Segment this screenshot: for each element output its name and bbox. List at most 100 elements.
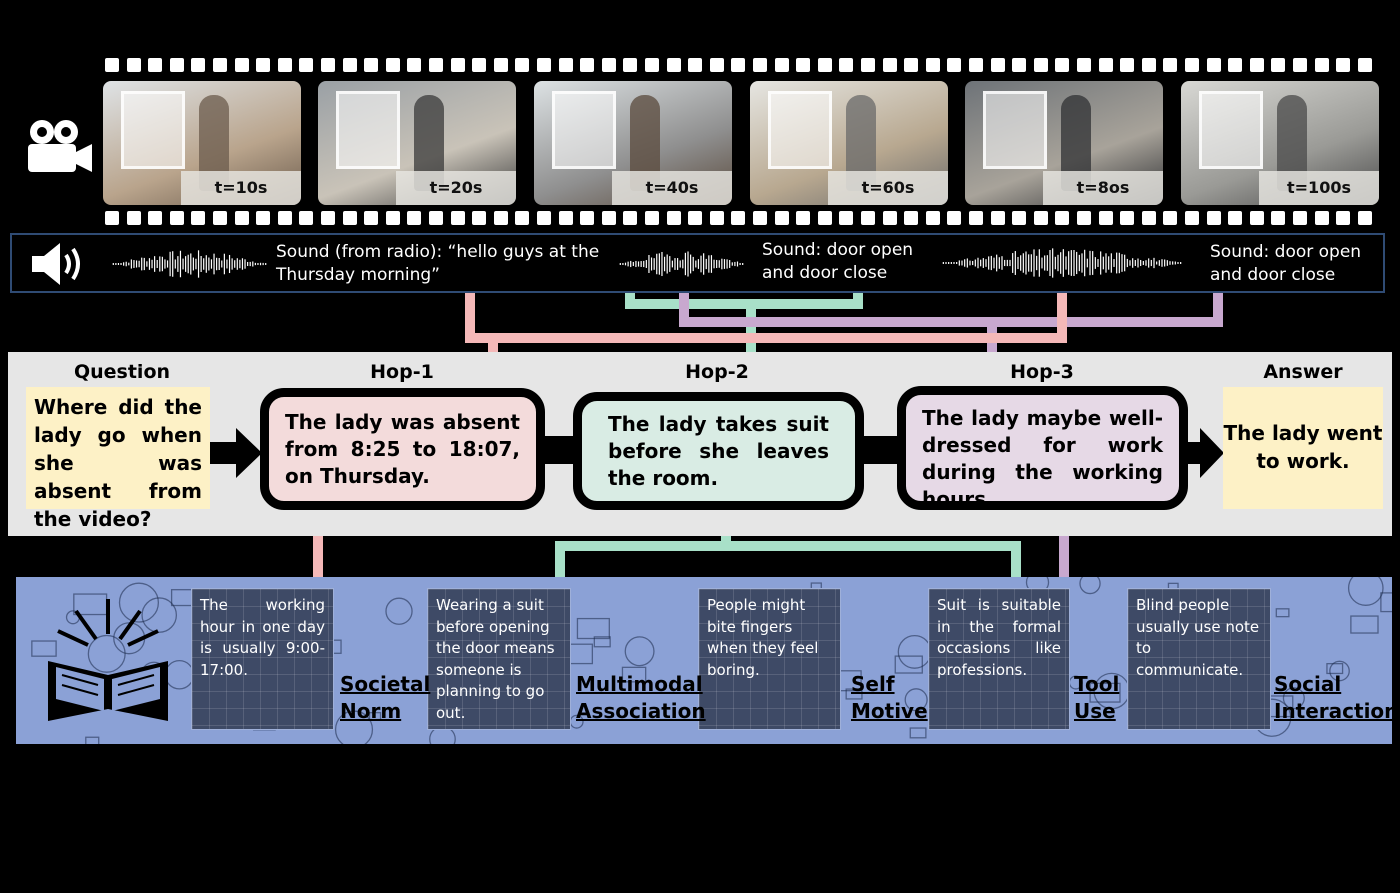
sprocket-hole: [580, 211, 595, 225]
sprocket-hole: [1206, 211, 1221, 225]
doodle-mark: [385, 597, 413, 625]
waveform-1: [112, 250, 267, 278]
doodle-mark: [1347, 577, 1384, 606]
label-societal-norm: Societal Norm: [340, 671, 430, 725]
doodle-mark: [810, 582, 822, 590]
video-frame: t=60s: [750, 81, 948, 205]
answer-box: The lady went to work.: [1223, 387, 1383, 509]
sprocket-hole: [191, 211, 206, 225]
doodle-mark: [1089, 682, 1121, 703]
sprocket-hole: [969, 211, 983, 225]
doodle-mark: [170, 589, 198, 607]
sprocket-hole: [1055, 211, 1070, 225]
sprocket-hole: [1249, 211, 1264, 225]
sprocket-hole: [774, 58, 789, 72]
sprocket-hole: [925, 211, 940, 225]
label-societal-norm-line1: Societal: [340, 672, 431, 696]
sprocket-hole: [839, 211, 854, 225]
sprocket-hole: [1163, 58, 1178, 72]
link-hop2-audio: [625, 292, 863, 309]
sprocket-hole: [666, 211, 681, 225]
link-hop1-audio: [465, 292, 1067, 343]
sprocket-hole: [299, 58, 314, 72]
sprocket-hole: [126, 211, 141, 225]
sprocket-hole: [882, 211, 897, 225]
sprocket-hole: [148, 211, 163, 225]
doodle-mark: [118, 582, 160, 623]
sprocket-hole: [1163, 211, 1178, 225]
sprocket-hole: [1141, 58, 1156, 72]
doodle-mark: [1079, 577, 1101, 595]
sprocket-hole: [148, 58, 163, 72]
doodle-mark: [909, 727, 927, 739]
sprocket-hole: [688, 58, 703, 72]
video-frame: t=8os: [965, 81, 1163, 205]
audio-clip-3-line2: and door close: [1210, 265, 1336, 285]
sprocket-hole: [796, 58, 811, 72]
sprocket-hole: [623, 58, 638, 72]
doodle-mark: [1329, 660, 1350, 682]
doodle-mark: [576, 617, 610, 640]
frame-timestamp: t=8os: [1043, 171, 1163, 205]
sprocket-hole: [861, 58, 875, 72]
audio-clip-2: Sound: door open and door close: [762, 239, 913, 285]
doodle-mark: [1167, 582, 1179, 591]
sprocket-hole: [882, 58, 897, 72]
sprocket-hole: [1293, 211, 1307, 225]
sprocket-hole: [839, 58, 854, 72]
doodle-mark: [1093, 672, 1131, 710]
sprocket-hole: [1098, 211, 1113, 225]
sprocket-hole: [645, 58, 659, 72]
sprocket-hole: [666, 58, 681, 72]
audio-clip-1: Sound (from radio): “hello guys at the T…: [276, 241, 599, 287]
doodle-mark: [624, 636, 655, 667]
sprocket-hole: [1336, 211, 1351, 225]
sprocket-hole: [105, 58, 119, 72]
sprocket-hole: [753, 211, 767, 225]
sprocket-hole: [969, 58, 983, 72]
sprocket-hole: [407, 58, 422, 72]
answer-header: Answer: [1263, 361, 1343, 383]
sprocket-hole: [1012, 211, 1027, 225]
sprocket-hole: [515, 58, 530, 72]
sprocket-hole: [753, 58, 767, 72]
arrow-right-icon: [210, 428, 262, 478]
sprocket-hole: [558, 211, 573, 225]
sprocket-hole: [515, 211, 530, 225]
sprocket-hole: [472, 211, 487, 225]
sprocket-hole: [256, 211, 271, 225]
audio-clip-3-line1: Sound: door open: [1210, 242, 1362, 262]
frame-timestamp: t=20s: [396, 171, 516, 205]
doodle-mark: [1275, 608, 1290, 618]
sprocket-hole: [385, 211, 400, 225]
hop2-header: Hop-2: [685, 361, 749, 383]
sprocket-hole: [472, 58, 487, 72]
sprocket-hole: [1271, 58, 1286, 72]
sprocket-hole: [947, 211, 962, 225]
sprocket-hole: [709, 58, 724, 72]
audio-clip-2-line1: Sound: door open: [762, 240, 914, 260]
label-self-motive-line1: Self: [851, 672, 895, 696]
waveform-2: [619, 251, 744, 277]
video-frame: t=100s: [1181, 81, 1379, 205]
sprocket-hole: [277, 58, 292, 72]
sprocket-hole: [1098, 58, 1113, 72]
sprocket-hole: [990, 58, 1005, 72]
label-multimodal-association: Multimodal Association: [576, 671, 706, 725]
sprocket-hole: [429, 211, 443, 225]
doodle-mark: [894, 655, 923, 674]
sprocket-hole: [601, 211, 616, 225]
hop1-box: The lady was absent from 8:25 to 18:07, …: [260, 388, 545, 510]
sprocket-hole: [299, 211, 314, 225]
doodle-mark: [141, 597, 178, 633]
audio-strip: Sound (from radio): “hello guys at the T…: [10, 233, 1385, 293]
sprocket-hole: [126, 58, 141, 72]
sprocket-hole: [817, 211, 832, 225]
doodle-mark: [593, 636, 611, 648]
sprocket-hole: [342, 211, 357, 225]
sprocket-hole: [213, 58, 227, 72]
label-multimodal-association-line2: Association: [576, 699, 706, 723]
label-tool-use: Tool Use: [1074, 671, 1119, 725]
sprocket-hole: [169, 58, 184, 72]
sprocket-hole: [774, 211, 789, 225]
